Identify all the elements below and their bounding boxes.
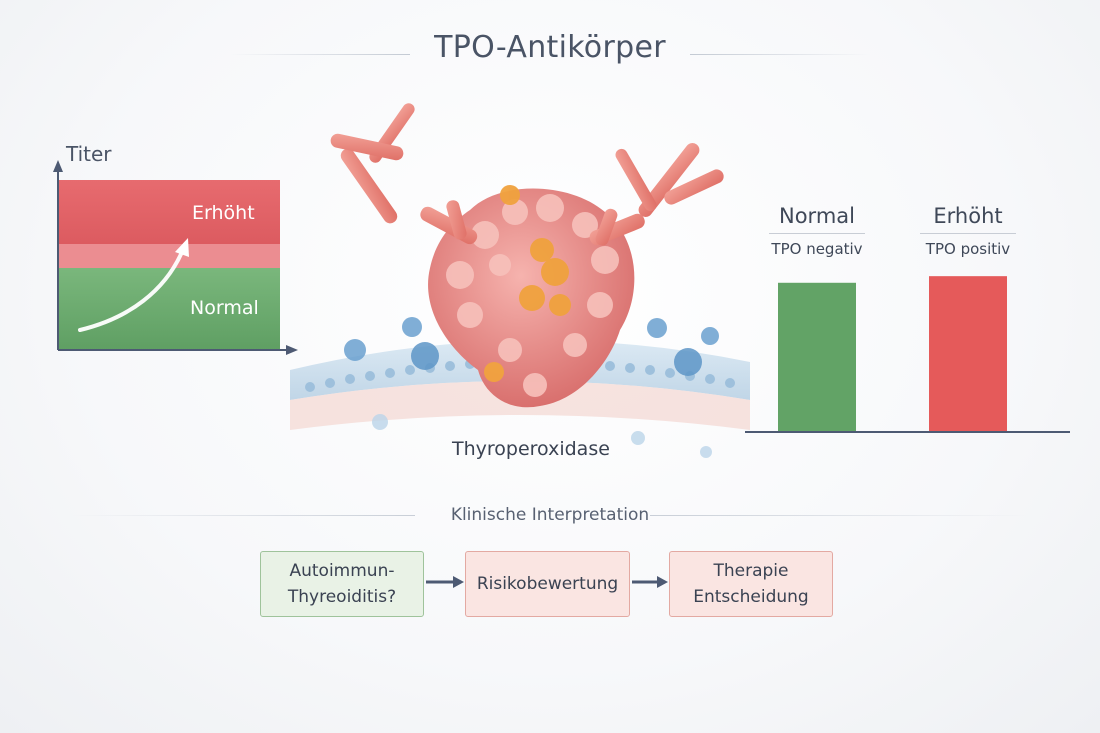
arrow-up-icon: [53, 160, 63, 172]
section-title: Klinische Interpretation: [450, 505, 650, 525]
flow-step-autoimmune: Autoimmun- Thyreoiditis?: [260, 551, 424, 617]
bar-rule-0: [769, 233, 865, 234]
title-rule-right: [690, 54, 870, 55]
section-rule-left: [70, 515, 415, 516]
flow-step-therapy: Therapie Entscheidung: [669, 551, 833, 617]
zone-transition: [58, 244, 280, 268]
y-antibody-icon: [615, 143, 724, 217]
zone-high: [58, 180, 280, 244]
protein-label: Thyroperoxidase: [452, 438, 610, 460]
bar-category-1: Erhöht: [933, 204, 1003, 228]
bar-rule-1: [920, 233, 1016, 234]
zone-normal: [58, 268, 280, 350]
titer-axes: [53, 160, 298, 355]
y-antibody-icon: [420, 200, 478, 245]
zone-high-label: Erhöht: [192, 202, 255, 224]
flow-step-therapy-line2: Entscheidung: [693, 587, 809, 607]
flow-step-risk: Risikobewertung: [465, 551, 630, 617]
flow-arrows: [426, 576, 668, 588]
bar-0: [778, 282, 856, 432]
curved-arrow-up-icon: [78, 238, 189, 332]
flow-step-therapy-line1: Therapie: [713, 561, 789, 581]
page-title: TPO-Antikörper: [434, 30, 666, 65]
bar-category-0: Normal: [779, 204, 855, 228]
title-rule-left: [230, 54, 410, 55]
zone-normal-label: Normal: [190, 297, 259, 319]
arrow-right-icon: [286, 345, 298, 355]
section-rule-right: [650, 515, 1030, 516]
flow-step-autoimmune-line2: Thyreoiditis?: [287, 587, 397, 607]
y-antibody-icon: [330, 103, 415, 224]
arrow-right-icon: [632, 576, 668, 588]
thyroperoxidase-illustration: [290, 103, 750, 458]
flow-step-risk-label: Risikobewertung: [476, 574, 619, 594]
arrow-right-icon: [426, 576, 464, 588]
bar-sublabel-0: TPO negativ: [771, 240, 863, 258]
flow-step-autoimmune-line1: Autoimmun-: [289, 561, 395, 581]
titer-axis-label: Titer: [66, 142, 112, 166]
bar-1: [929, 276, 1007, 432]
y-antibody-icon: [589, 208, 645, 246]
bar-chart: [745, 276, 1070, 433]
bar-sublabel-1: TPO positiv: [925, 240, 1011, 258]
thyroperoxidase-protein: [428, 185, 635, 408]
